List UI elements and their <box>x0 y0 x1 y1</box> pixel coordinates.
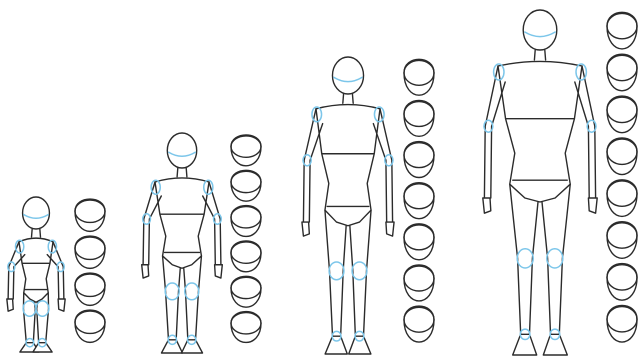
torso <box>316 105 380 226</box>
neck <box>534 50 545 60</box>
left-hand <box>7 299 13 311</box>
knee-joint <box>23 301 36 316</box>
head <box>23 197 50 229</box>
neck <box>177 168 187 177</box>
figure-1-scale <box>75 199 105 342</box>
left-hand <box>302 222 309 236</box>
right-foot <box>543 334 567 355</box>
neck <box>32 229 41 237</box>
knee-joint <box>352 262 367 280</box>
right-hand <box>215 265 223 278</box>
head <box>332 57 363 94</box>
right-hand <box>588 198 597 213</box>
knee-joint <box>185 283 199 300</box>
left-foot <box>161 340 182 353</box>
neck <box>343 94 353 103</box>
figure-3 <box>302 57 394 354</box>
figure-2 <box>142 133 223 353</box>
knee-joint <box>36 301 49 316</box>
left-foot <box>325 336 347 354</box>
knee-joint <box>517 249 533 268</box>
left-hand <box>483 198 491 213</box>
torso <box>155 178 209 268</box>
figure-4-scale <box>607 12 637 342</box>
right-hand <box>386 222 394 236</box>
figure-1 <box>7 197 65 352</box>
right-hand <box>58 299 65 311</box>
figure-3-scale <box>404 59 434 342</box>
knee-joint <box>547 249 563 268</box>
left-hand <box>142 265 149 278</box>
figure-2-scale <box>231 135 261 343</box>
figure-4 <box>483 10 597 355</box>
right-foot <box>182 340 203 353</box>
head <box>523 10 557 50</box>
knee-joint <box>165 283 179 300</box>
knee-joint <box>329 262 344 280</box>
head <box>167 133 196 168</box>
right-foot <box>349 336 371 354</box>
torso <box>498 61 582 202</box>
left-foot <box>513 334 537 355</box>
